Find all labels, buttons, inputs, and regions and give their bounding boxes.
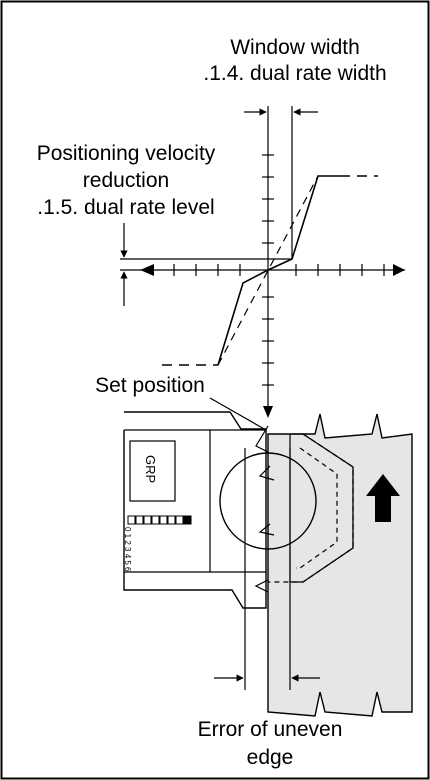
y-axis-down-arrowhead (263, 406, 273, 418)
edge-notch-upper (255, 425, 269, 453)
edge-notch-top (258, 465, 275, 481)
x-axis-right-arrowhead (393, 264, 405, 276)
error-uneven-edge-label-line1: Error of uneven (197, 718, 343, 741)
lens-outline (290, 433, 354, 583)
set-position-label: Set position (95, 374, 205, 397)
led-bar (127, 515, 192, 525)
error-uneven-edge-label-line2: edge (246, 746, 294, 769)
set-position-pointer (209, 397, 267, 431)
led-active (183, 515, 192, 525)
window-width-label: Window width (230, 36, 360, 59)
material-web (267, 413, 413, 717)
x-axis-ticks (173, 264, 385, 276)
dual-rate-level-param: .1.5. dual rate level (37, 196, 215, 219)
led-scale-digits: 0 1 2 3 4 5 6 (123, 527, 132, 572)
grp-button (129, 440, 176, 502)
sensing-window-circle (219, 452, 317, 550)
velocity-reduction-label-line1: Positioning velocity (36, 142, 216, 165)
velocity-reduction-label-line2: reduction (82, 169, 170, 192)
velocity-characteristic-graph (120, 106, 405, 418)
edge-notch-bottom (258, 523, 275, 536)
sensor-housing (123, 411, 267, 609)
edge-notch-lower (254, 579, 269, 593)
lens-inner-outline (296, 447, 338, 569)
dual-rate-curve (217, 175, 340, 366)
up-arrow-icon (366, 474, 400, 522)
dual-rate-width-param: .1.4. dual rate width (203, 62, 387, 85)
x-axis-left-arrowhead (140, 264, 154, 276)
y-axis-ticks (262, 154, 274, 386)
grp-button-label: GRP (143, 455, 158, 483)
linear-reference-line (217, 175, 319, 366)
